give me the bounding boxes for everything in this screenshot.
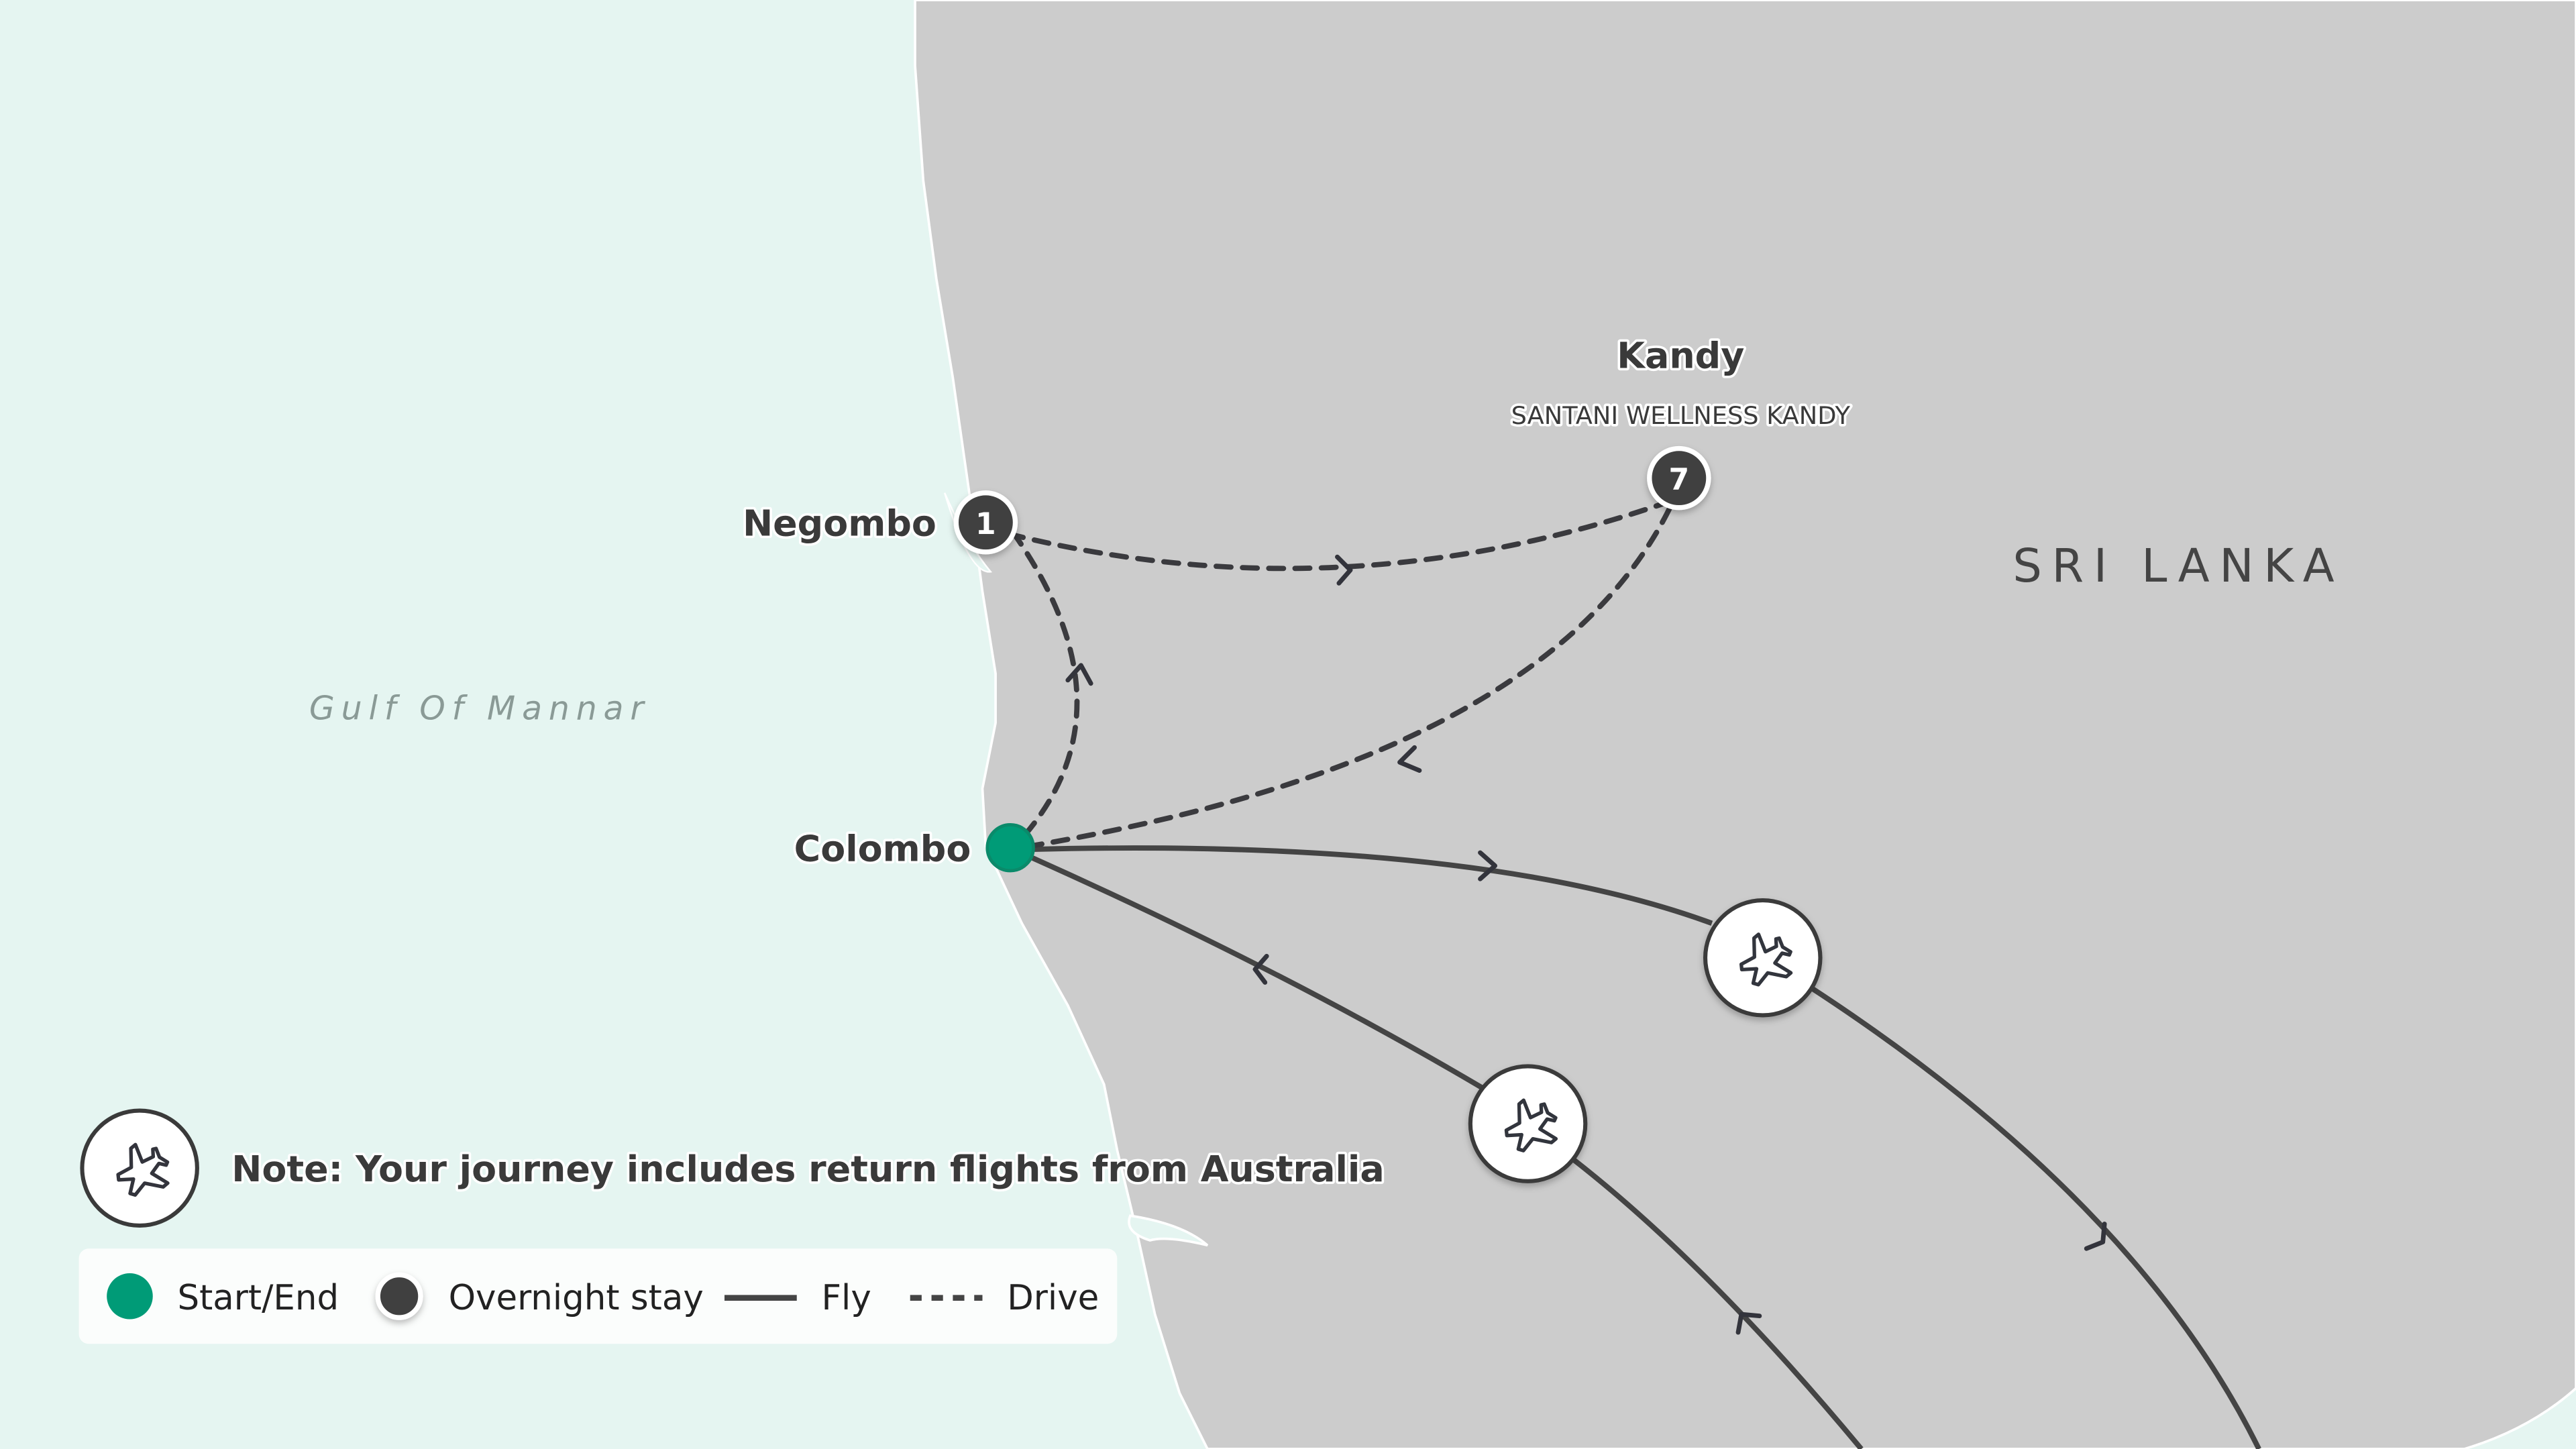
arrow-icon <box>2084 1222 2107 1251</box>
stop-name: Negombo <box>743 502 936 544</box>
flight-marker[interactable] <box>1703 898 1823 1018</box>
start-end-icon <box>107 1273 153 1320</box>
hotel-name: SANTANI WELLNESS KANDY <box>1511 401 1851 430</box>
overnight-icon <box>375 1272 423 1320</box>
arrow-icon <box>1335 554 1353 586</box>
drive-colombo-negombo <box>1012 533 1080 837</box>
flight-outbound <box>1031 845 1713 926</box>
flight-return <box>1030 855 1483 1090</box>
stop-nights: 1 <box>975 507 996 541</box>
spit <box>1128 1214 1209 1247</box>
stop-colombo[interactable]: Colombo <box>792 822 1035 873</box>
stop-name: Kandy <box>1617 335 1744 377</box>
stop-nights: 7 <box>1669 463 1690 497</box>
country-label: SRI LANKA <box>2012 539 2344 593</box>
flight-marker[interactable] <box>1468 1064 1588 1183</box>
legend: Start/End Overnight stay Fly Drive <box>78 1248 1118 1344</box>
drive-negombo-kandy <box>1006 500 1669 572</box>
legend-drive: Drive <box>1007 1278 1099 1318</box>
stop-name: Colombo <box>794 827 971 869</box>
flight-outbound <box>1809 985 2261 1449</box>
land-sri-lanka <box>914 0 2576 1449</box>
flight-note: Note: Your journey includes return fligh… <box>80 1108 1387 1228</box>
arrow-icon <box>1252 953 1269 985</box>
legend-start-end: Start/End <box>177 1278 339 1318</box>
note-text: Note: Your journey includes return fligh… <box>231 1148 1384 1190</box>
arrow-icon <box>1065 663 1093 686</box>
drive-kandy-colombo <box>1027 506 1672 849</box>
arrow-icon <box>1735 1311 1762 1335</box>
stop-negombo[interactable]: 1 Negombo <box>740 490 1018 555</box>
arrow-icon <box>1397 745 1422 773</box>
legend-overnight: Overnight stay <box>449 1278 704 1318</box>
stop-kandy[interactable]: 7 Kandy SANTANI WELLNESS KANDY <box>1509 332 1853 511</box>
legend-fly: Fly <box>821 1278 871 1318</box>
arrow-icon <box>1478 850 1497 881</box>
flight-return <box>1572 1157 1864 1449</box>
sea-label: Gulf Of Mannar <box>309 690 650 728</box>
